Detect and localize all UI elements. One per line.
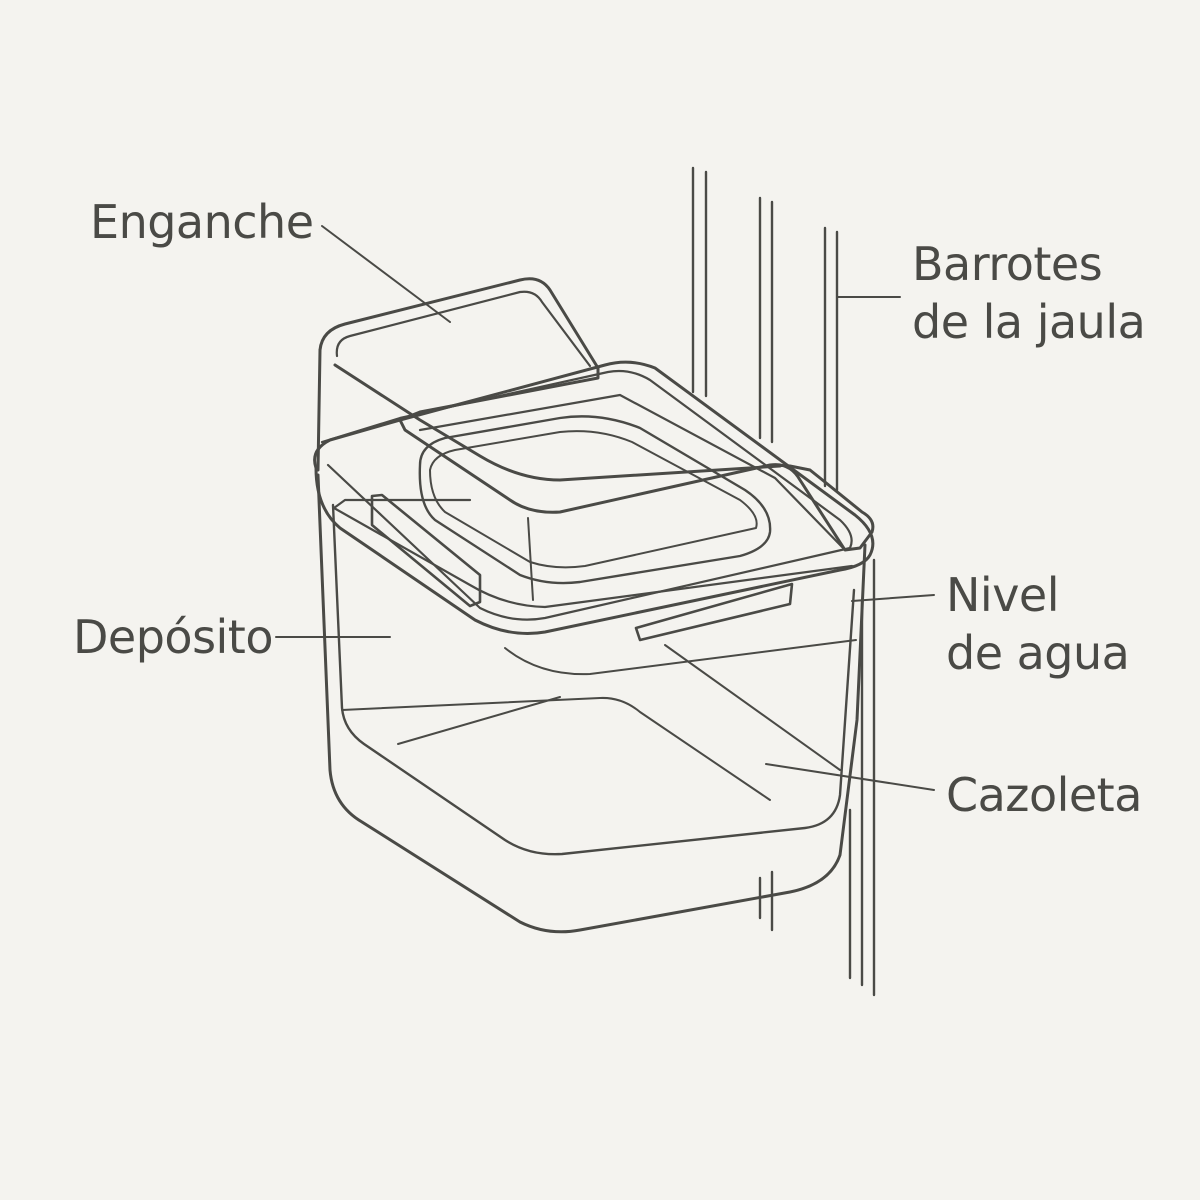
label-tank: Depósito bbox=[73, 608, 274, 666]
callout-hook bbox=[321, 225, 451, 323]
label-water-level-line1: Nivel bbox=[946, 568, 1060, 622]
lid-opening-inner bbox=[429, 430, 758, 569]
label-bowl-text: Cazoleta bbox=[946, 768, 1142, 822]
label-tank-text: Depósito bbox=[73, 610, 274, 664]
label-cage-bars-line2: de la jaula bbox=[912, 295, 1146, 349]
water-meniscus bbox=[504, 639, 857, 676]
water-surface-back bbox=[332, 498, 472, 510]
hook-arm-strip bbox=[418, 393, 847, 552]
label-cage-bars-line1: Barrotes bbox=[912, 237, 1103, 291]
right-latch bbox=[634, 582, 794, 642]
lid-rim-inner bbox=[320, 369, 853, 621]
lid-rim-outer bbox=[313, 360, 875, 635]
bowl-floor bbox=[341, 696, 771, 801]
cage-bars bbox=[691, 166, 876, 997]
hook-arm bbox=[333, 363, 782, 482]
label-water-level-line2: de agua bbox=[946, 626, 1130, 680]
hook-arm-top bbox=[418, 366, 600, 414]
label-bowl: Cazoleta bbox=[946, 766, 1142, 824]
lid-opening bbox=[418, 415, 772, 585]
callout-water bbox=[851, 594, 935, 602]
label-hook-text: Enganche bbox=[90, 195, 314, 249]
bowl-floor-edge bbox=[397, 696, 561, 745]
hook-arm-edge bbox=[316, 348, 322, 472]
tank-outline bbox=[316, 473, 867, 934]
label-hook: Enganche bbox=[90, 193, 314, 251]
callout-bowl bbox=[765, 763, 935, 791]
label-water-level: Nivel de agua bbox=[946, 566, 1130, 682]
label-cage-bars: Barrotes de la jaula bbox=[912, 235, 1146, 351]
bowl-floor-edge bbox=[664, 644, 841, 771]
hook-plate-inner bbox=[335, 290, 592, 368]
callout-lines bbox=[275, 225, 935, 791]
lid-and-hook bbox=[313, 277, 875, 642]
container-body bbox=[316, 473, 867, 934]
hook-plate bbox=[318, 277, 875, 552]
tank-corner bbox=[527, 517, 534, 601]
tank-inner-wall bbox=[331, 503, 856, 856]
left-latch bbox=[370, 493, 482, 608]
water-surface bbox=[332, 506, 854, 609]
